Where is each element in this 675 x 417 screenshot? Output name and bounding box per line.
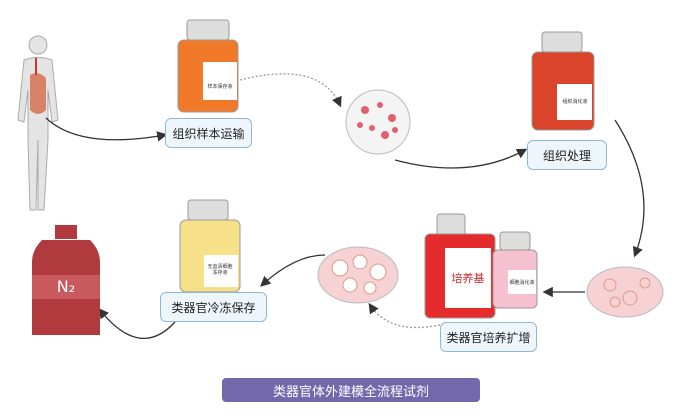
title-banner: 类器官体外建模全流程试剂: [222, 378, 480, 402]
digestion-bottle-icon: [531, 31, 595, 131]
petri-dish-organoid-icon: [586, 266, 664, 318]
cryo-bottle-label: 无血清细胞冻存液: [207, 264, 233, 276]
petri-dish-tissue-icon: [345, 89, 411, 155]
cryo-medium-bottle-icon: [179, 199, 241, 293]
liquid-nitrogen-tank-icon: [32, 225, 100, 335]
step-processing-label: 组织处理: [527, 140, 607, 170]
flow-arrows: [45, 73, 645, 340]
step-culture-label: 类器官培养扩增: [440, 322, 537, 352]
medium-bottle-label: 培养基: [451, 272, 485, 285]
petri-dish-expanded-organoid-icon: [317, 246, 399, 304]
cell-digestion-bottle-icon: [492, 231, 538, 309]
tank-label: N₂: [56, 277, 76, 296]
preservation-bottle-label: 样本保存液: [207, 84, 233, 90]
cell-digestion-bottle-label: 细胞消化液: [509, 280, 535, 286]
preservation-bottle-icon: [177, 19, 239, 113]
culture-medium-bottle-icon: [424, 213, 496, 319]
step-transport-label: 组织样本运输: [165, 118, 252, 148]
digestion-bottle-label: 组织消化液: [562, 99, 588, 105]
step-cryo-label: 类器官冷冻保存: [160, 292, 267, 322]
human-body-icon: [17, 35, 59, 211]
